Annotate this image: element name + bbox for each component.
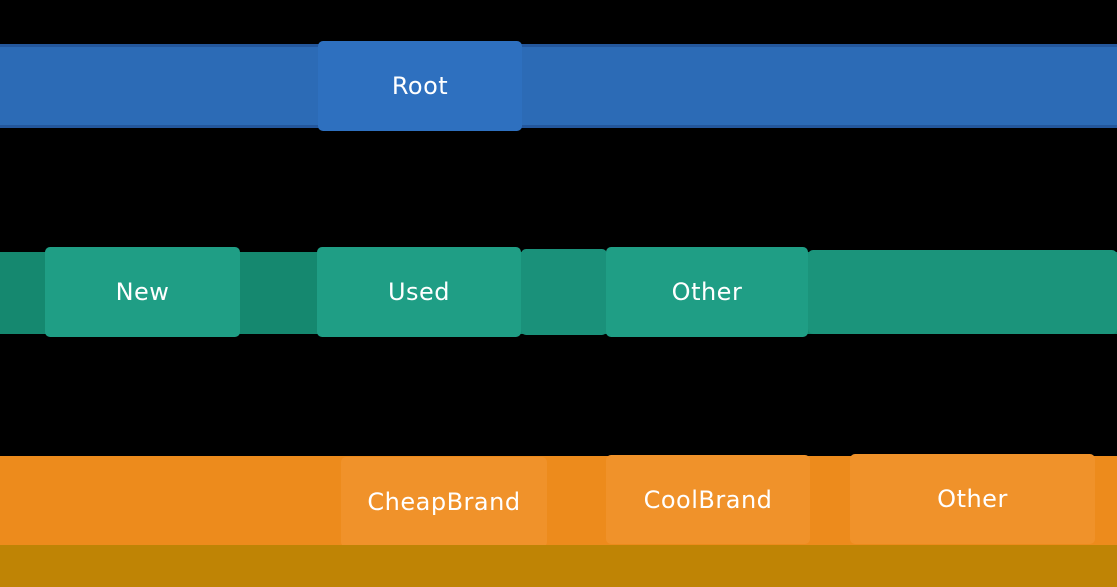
tree-node-new-depth1[interactable]: New — [45, 247, 240, 337]
tree-node-segment-depth1-2 — [521, 249, 607, 335]
tree-node-root-depth0[interactable]: Root — [318, 41, 522, 131]
tree-node-used-depth1[interactable]: Used — [317, 247, 521, 337]
tree-node-label: CheapBrand — [367, 488, 521, 516]
tree-node-other-depth1[interactable]: Other — [606, 247, 808, 337]
tree-node-label: Root — [391, 72, 449, 100]
tree-node-label: Other — [937, 485, 1008, 513]
tree-node-label: Other — [671, 278, 743, 306]
tree-node-label: New — [115, 278, 170, 306]
tree-node-cheapbrand-depth2[interactable]: CheapBrand — [341, 457, 547, 547]
tree-node-label: CoolBrand — [643, 485, 773, 514]
tree-node-segment-depth1-4 — [808, 250, 1117, 334]
level-3-band-dark-orange — [0, 545, 1117, 587]
tree-node-other-depth2[interactable]: Other — [850, 454, 1095, 544]
level-0-band-blue — [0, 44, 1117, 128]
tree-node-coolbrand-depth2[interactable]: CoolBrand — [606, 455, 810, 544]
tree-node-label: Used — [387, 278, 451, 306]
